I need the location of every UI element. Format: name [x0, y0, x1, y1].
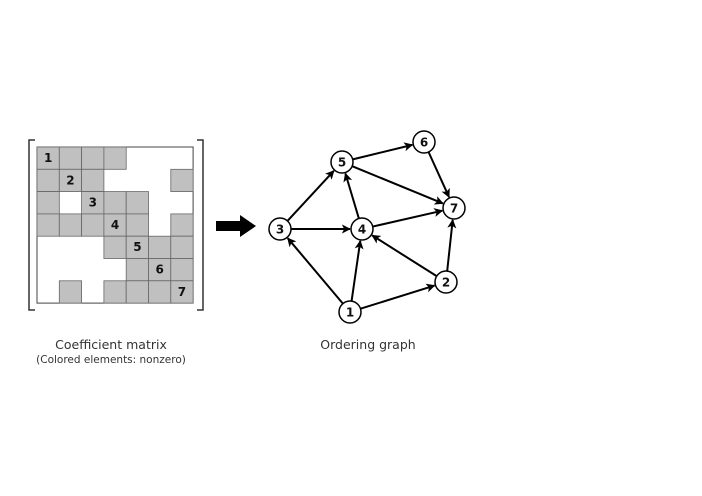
node-label: 4	[358, 223, 366, 237]
matrix-caption: Coefficient matrix	[55, 337, 167, 352]
node-5	[330, 150, 354, 174]
matrix-diagonal-label: 2	[66, 173, 74, 187]
matrix-cell-nonzero	[103, 280, 127, 304]
matrix-cell-nonzero	[125, 213, 149, 237]
edge-2-to-7	[446, 219, 457, 272]
edge-1-to-3	[286, 237, 344, 305]
matrix-cell-nonzero	[36, 168, 60, 193]
matrix-cell-nonzero	[148, 235, 172, 259]
matrix-diagonal-label: 4	[111, 218, 119, 232]
matrix-cell-nonzero	[170, 280, 194, 304]
edge-6-to-7	[427, 151, 450, 198]
node-label: 7	[450, 202, 458, 216]
matrix-cell-nonzero	[58, 280, 82, 304]
node-1	[338, 300, 362, 324]
matrix-diagonal-label: 6	[156, 263, 164, 277]
node-label: 2	[442, 276, 450, 290]
matrix-cell-nonzero	[58, 213, 82, 237]
matrix-cell-nonzero	[81, 213, 105, 237]
matrix-subcaption: (Colored elements: nonzero)	[36, 354, 186, 366]
matrix-cell-nonzero	[103, 235, 127, 259]
node-2	[434, 270, 458, 294]
graph-nodes: 1 2 3 4 5 6 7	[268, 130, 466, 324]
node-label: 1	[346, 306, 354, 320]
node-6	[412, 130, 436, 154]
matrix-cell-nonzero	[81, 146, 105, 170]
matrix-diagonal-label: 1	[44, 151, 52, 165]
edge-1-to-4	[350, 239, 364, 302]
matrix-cell-nonzero	[148, 280, 172, 304]
matrix-cell-nonzero	[170, 258, 194, 282]
matrix-cell-nonzero	[170, 213, 194, 237]
matrix-cell-nonzero	[125, 258, 149, 282]
matrix-cell-nonzero	[125, 191, 149, 215]
matrix-cells	[36, 146, 194, 304]
edge-4-to-7	[372, 208, 444, 228]
graph-caption: Ordering graph	[320, 337, 415, 352]
matrix-cell-nonzero	[103, 146, 127, 170]
edge-5-to-7	[351, 165, 444, 205]
matrix-cell-nonzero	[81, 168, 105, 193]
node-label: 6	[420, 136, 428, 150]
edge-4-to-5	[343, 172, 360, 219]
edge-1-to-2	[360, 283, 436, 310]
left-bracket	[28, 139, 35, 311]
node-7	[442, 196, 466, 220]
matrix-cell-nonzero	[58, 146, 82, 170]
node-4	[350, 217, 374, 241]
node-label: 3	[276, 223, 284, 237]
coefficient-matrix: 12 345 67	[28, 139, 204, 311]
matrix-cell-nonzero	[125, 280, 149, 304]
matrix-cell-nonzero	[36, 213, 60, 237]
graph-edges	[286, 142, 457, 310]
node-label: 5	[338, 156, 346, 170]
node-3	[268, 217, 292, 241]
matrix-diagonal-label: 3	[89, 196, 97, 210]
edge-3-to-5	[286, 170, 335, 222]
matrix-cell-nonzero	[103, 191, 127, 215]
matrix-cell-nonzero	[36, 191, 60, 215]
matrix-cell-nonzero	[170, 168, 194, 193]
matrix-diagonal-labels: 12 345 67	[44, 151, 186, 299]
edge-5-to-6	[352, 142, 414, 161]
matrix-cell-nonzero	[170, 235, 194, 259]
matrix-diagonal-label: 7	[178, 285, 186, 299]
matrix-diagonal-label: 5	[133, 240, 141, 254]
edge-2-to-4	[371, 234, 438, 277]
right-bracket	[197, 139, 204, 311]
transform-arrow-icon	[216, 215, 256, 237]
